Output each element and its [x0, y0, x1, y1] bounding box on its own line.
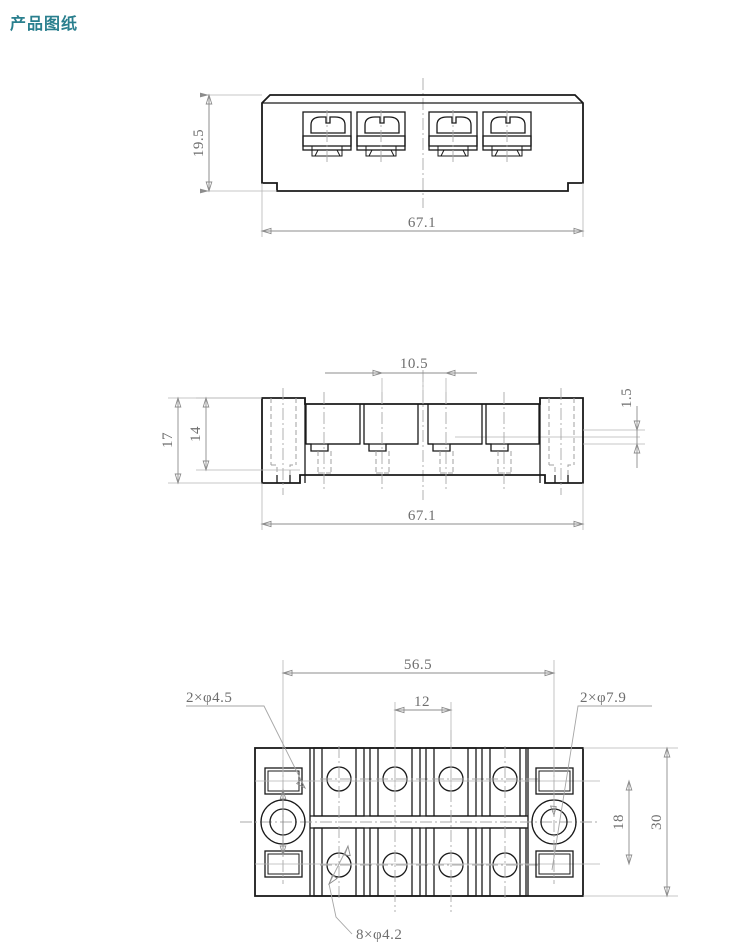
front-view-terminal [356, 110, 406, 165]
top-view-cell [369, 730, 428, 912]
callout-label: 8×φ4.2 [356, 927, 402, 943]
dimension-30: 30 [583, 746, 678, 898]
front-view-terminal [302, 110, 352, 165]
dimension-label: 12 [414, 694, 430, 710]
dimension-56-5: 56.5 [281, 657, 556, 800]
side-view-cell [485, 392, 540, 490]
callout-2x-dia-4-5: 2×φ4.5 [186, 690, 307, 857]
top-view-cell [313, 746, 372, 898]
callout-2x-dia-7-9: 2×φ7.9 [549, 690, 652, 871]
callout-8x-dia-4-2: 8×φ4.2 [328, 844, 402, 943]
dimension-label: 30 [649, 814, 665, 830]
dimension-label: 18 [611, 814, 627, 830]
dimension-label: 19.5 [191, 129, 207, 157]
dimension-19-5: 19.5 [191, 92, 277, 194]
side-view-end-post-bores [270, 388, 575, 495]
side-view-cell-group [305, 392, 540, 490]
top-view-cell [481, 746, 538, 898]
side-view-cell [305, 392, 361, 490]
dimension-14: 14 [188, 396, 300, 472]
side-view-body-outline [261, 397, 584, 484]
callout-label: 2×φ4.5 [186, 690, 232, 706]
page-title: 产品图纸 [10, 14, 79, 33]
dimension-12: 12 [393, 694, 453, 790]
dimension-label: 67.1 [408, 508, 436, 524]
dimension-67-1-side: 67.1 [260, 483, 585, 530]
front-view-terminal [428, 110, 478, 165]
dimension-label: 17 [160, 432, 176, 448]
dimension-17: 17 [160, 396, 262, 485]
side-view-cell [427, 392, 483, 490]
top-view-cell [425, 730, 484, 912]
dimension-label: 1.5 [619, 388, 635, 408]
dimension-label: 56.5 [404, 657, 432, 673]
dimension-label: 10.5 [400, 356, 428, 372]
dimension-67-1-front: 67.1 [260, 183, 585, 237]
dimension-18: 18 [611, 779, 633, 866]
front-view: 19.5 67.1 [191, 78, 585, 237]
top-plan-view: 56.5 12 18 [186, 657, 678, 943]
dimension-10-5: 10.5 [325, 356, 477, 404]
side-section-view: 17 14 10.5 [160, 356, 645, 530]
callout-label: 2×φ7.9 [580, 690, 626, 706]
front-view-terminal [482, 110, 532, 165]
front-view-body-outline [261, 94, 584, 192]
dimension-1-5: 1.5 [583, 388, 645, 468]
side-view-cell [363, 392, 419, 490]
dimension-label: 14 [188, 426, 204, 442]
front-view-terminal-group [302, 110, 532, 165]
dimension-label: 67.1 [408, 215, 436, 231]
top-view-cell-group [313, 730, 538, 912]
